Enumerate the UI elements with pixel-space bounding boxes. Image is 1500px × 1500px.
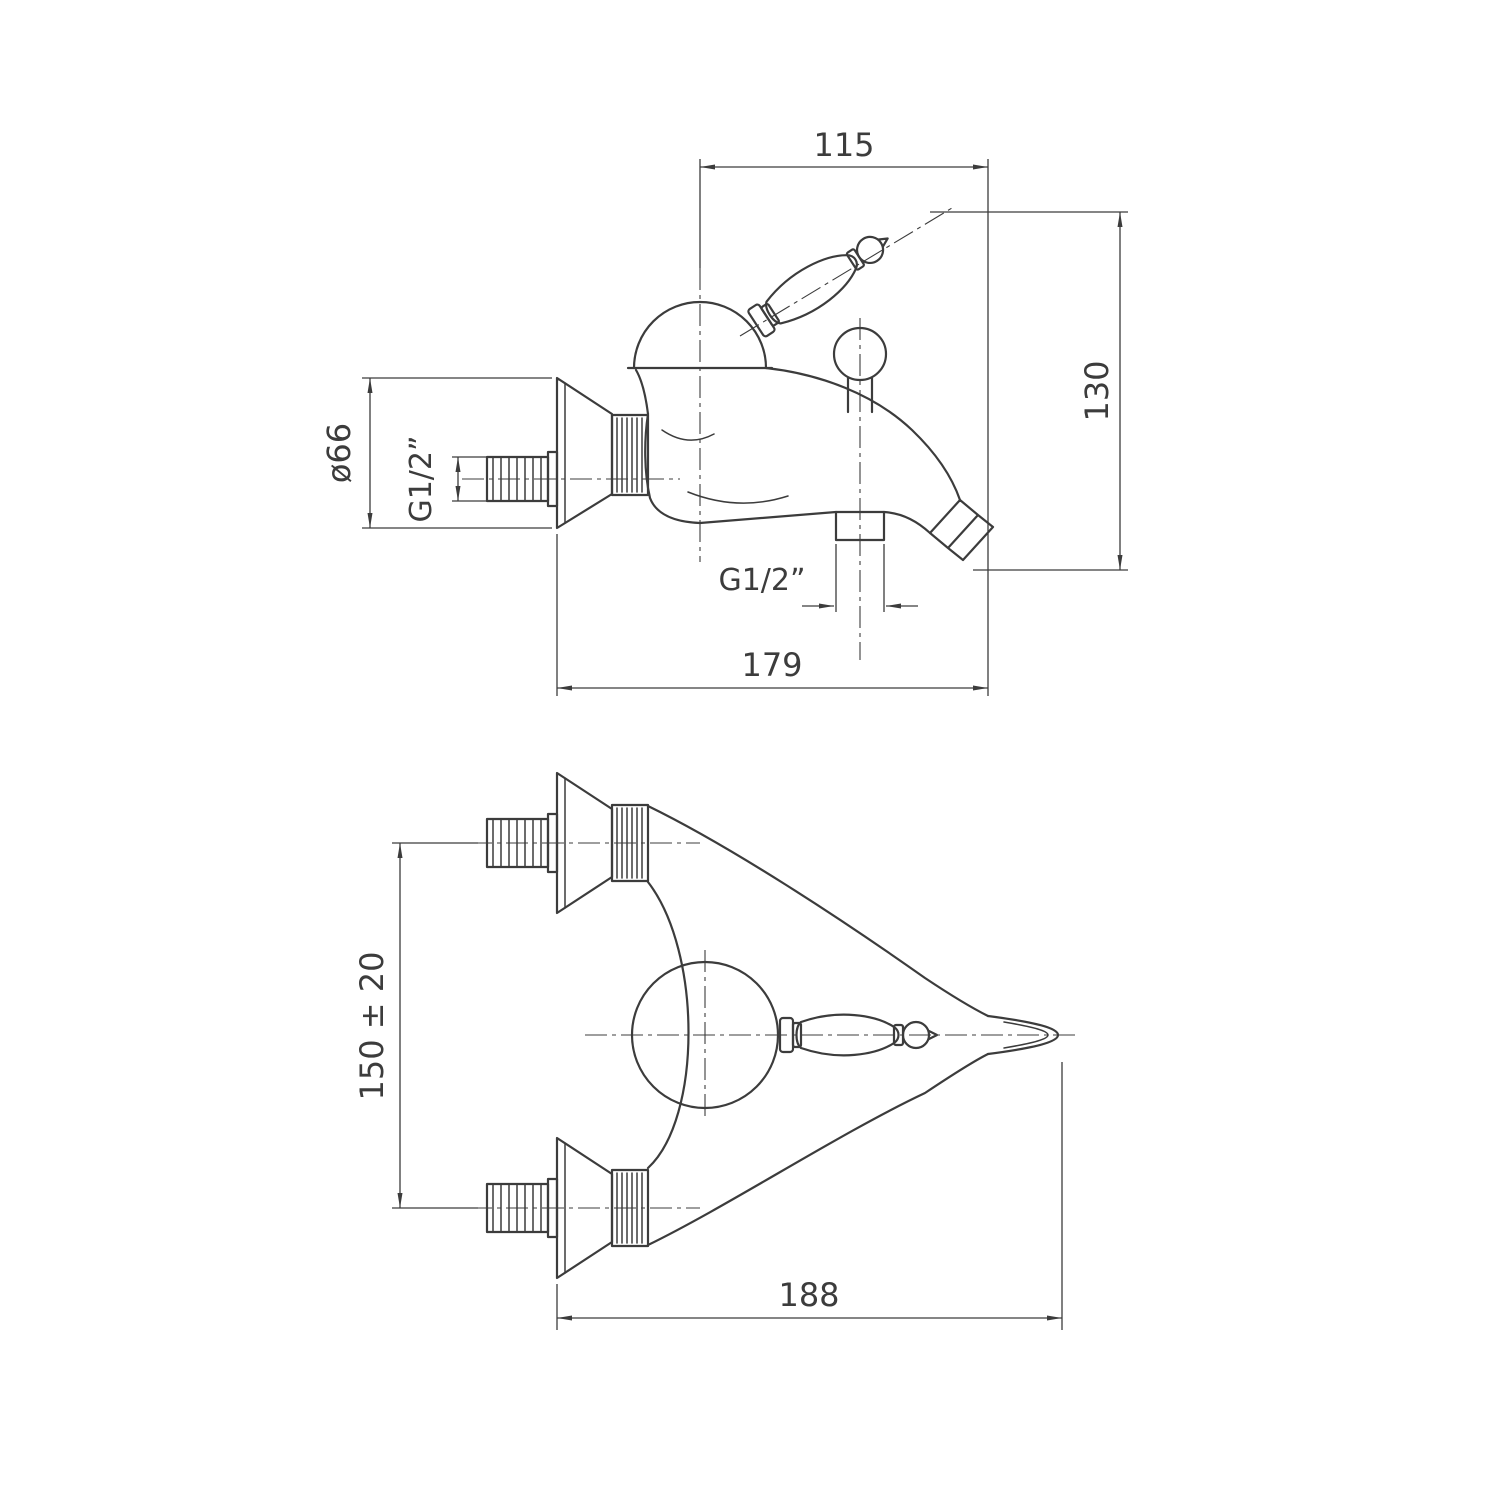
spout-top [764,366,962,502]
dim-179: 179 [741,646,802,684]
handle-ball [855,235,885,265]
knurled-nut [610,413,650,497]
dim-115: 115 [813,126,874,164]
handle-centerline [739,207,953,337]
plan-view: 150 ± 20 188 [353,771,1080,1330]
lever-handle [747,235,889,338]
dim-188: 188 [778,1276,839,1314]
body-detail-curves [661,429,789,504]
side-view: 115 130 ø66 G1/2” 179 G1/2” [320,126,1128,696]
dim-inlet-thread: G1/2” [404,435,439,522]
dim-shower-thread: G1/2” [718,563,805,598]
dim-150-20: 150 ± 20 [353,952,391,1101]
body-outline [634,368,650,416]
plan-body-outline [646,804,990,1018]
knurl-lines [616,417,643,493]
dim-130: 130 [1078,360,1116,421]
dim-flange-diameter: ø66 [320,423,358,483]
hose-outlet [834,510,886,542]
cartridge-dome [632,300,768,370]
spout-end [928,498,995,562]
